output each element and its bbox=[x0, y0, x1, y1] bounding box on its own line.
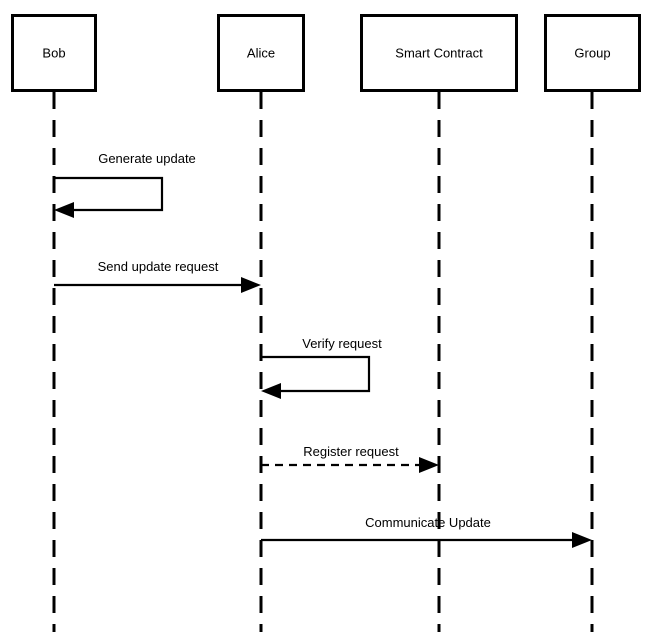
message-arrowhead-msg-communicate-update bbox=[572, 532, 592, 548]
participant-box-group[interactable]: Group bbox=[544, 14, 641, 92]
message-arrowhead-msg-register-request bbox=[419, 457, 439, 473]
participant-label-bob: Bob bbox=[42, 45, 65, 60]
participant-box-alice[interactable]: Alice bbox=[217, 14, 305, 92]
message-msg-communicate-update[interactable]: Communicate Update bbox=[261, 515, 592, 548]
message-msg-register-request[interactable]: Register request bbox=[261, 444, 439, 473]
participant-label-alice: Alice bbox=[247, 45, 275, 60]
participant-label-smart_contract: Smart Contract bbox=[395, 45, 483, 60]
participant-box-bob[interactable]: Bob bbox=[11, 14, 97, 92]
message-arrowhead-msg-generate-update bbox=[54, 202, 74, 218]
participant-box-border-group bbox=[544, 14, 641, 92]
message-label-msg-register-request: Register request bbox=[303, 444, 399, 459]
message-label-msg-send-update-request: Send update request bbox=[98, 259, 219, 274]
message-msg-verify-request[interactable]: Verify request bbox=[261, 336, 382, 399]
message-arrowhead-msg-verify-request bbox=[261, 383, 281, 399]
participant-box-border-bob bbox=[11, 14, 97, 92]
message-msg-send-update-request[interactable]: Send update request bbox=[54, 259, 261, 293]
lifelines-layer bbox=[52, 92, 594, 632]
participant-box-border-smart_contract bbox=[360, 14, 518, 92]
participant-box-smart_contract[interactable]: Smart Contract bbox=[360, 14, 518, 92]
message-label-msg-verify-request: Verify request bbox=[302, 336, 382, 351]
message-label-msg-generate-update: Generate update bbox=[98, 151, 196, 166]
message-path-msg-verify-request bbox=[261, 355, 371, 393]
message-arrowhead-msg-send-update-request bbox=[241, 277, 261, 293]
participant-boxes-layer: Bob Alice Smart Contract Group bbox=[11, 14, 641, 92]
participant-box-border-alice bbox=[217, 14, 305, 92]
message-label-msg-communicate-update: Communicate Update bbox=[365, 515, 491, 530]
participant-label-group: Group bbox=[574, 45, 610, 60]
message-path-msg-generate-update bbox=[54, 176, 164, 212]
message-msg-generate-update[interactable]: Generate update bbox=[54, 151, 196, 218]
